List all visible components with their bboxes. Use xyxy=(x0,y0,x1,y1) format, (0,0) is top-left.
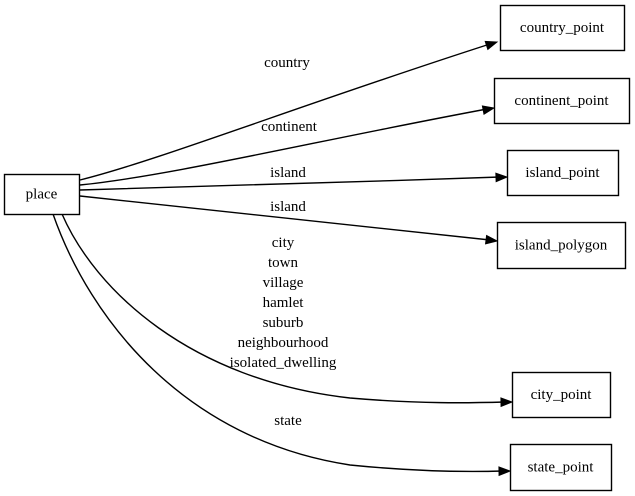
edge-label-line: hamlet xyxy=(263,295,305,311)
node-label: island_polygon xyxy=(515,237,608,253)
edge-line xyxy=(79,176,501,191)
arrowhead-icon xyxy=(484,40,499,51)
node-box[interactable] xyxy=(496,221,627,270)
edge-place-to-continent_point xyxy=(79,105,496,186)
edge-place-to-island_point xyxy=(79,172,509,191)
node-label: place xyxy=(26,186,58,202)
node-island_polygon[interactable]: island_polygon xyxy=(496,221,627,270)
edge-label: island xyxy=(270,199,306,215)
edge-label-line: continent xyxy=(261,119,318,135)
edge-label: island xyxy=(270,165,306,181)
edge-label-line: suburb xyxy=(263,315,304,331)
edge-line xyxy=(79,108,488,186)
node-box[interactable] xyxy=(3,173,81,216)
edge-label-line: island xyxy=(270,165,306,181)
edge-place-to-city_point xyxy=(61,213,514,408)
node-island_point[interactable]: island_point xyxy=(506,149,620,197)
node-state_point[interactable]: state_point xyxy=(509,443,613,492)
edge-label: state xyxy=(274,413,302,429)
node-box[interactable] xyxy=(511,371,612,419)
node-box[interactable] xyxy=(499,4,626,52)
node-box[interactable] xyxy=(493,77,631,125)
edge-label-line: neighbourhood xyxy=(238,335,329,351)
edge-label: country xyxy=(264,55,310,71)
node-city_point[interactable]: city_point xyxy=(511,371,612,419)
node-box[interactable] xyxy=(509,443,613,492)
node-place[interactable]: place xyxy=(3,173,81,216)
edge-place-to-state_point xyxy=(52,213,512,477)
edge-label-line: state xyxy=(274,413,302,429)
node-label: country_point xyxy=(520,20,605,36)
arrowhead-icon xyxy=(500,397,514,408)
arrowhead-icon xyxy=(495,172,509,183)
node-label: continent_point xyxy=(514,93,609,109)
edge-line xyxy=(79,43,491,181)
edge-label-line: isolated_dwelling xyxy=(230,355,337,371)
edge-label-line: city xyxy=(272,235,295,251)
arrowhead-icon xyxy=(498,466,512,477)
edge-place-to-country_point xyxy=(79,40,499,181)
edge-line xyxy=(61,213,506,404)
edge-label-line: island xyxy=(270,199,306,215)
node-box[interactable] xyxy=(506,149,620,197)
edge-label-line: country xyxy=(264,55,310,71)
edge-label: city town village hamlet suburb neighbourhood… xyxy=(230,235,337,371)
node-label: island_point xyxy=(525,165,600,181)
edge-label-line: town xyxy=(268,255,299,271)
arrowhead-icon xyxy=(484,234,499,245)
edge-label-line: village xyxy=(263,275,304,291)
nodes-layer: place country_point continent_point island_… xyxy=(3,4,631,492)
node-country_point[interactable]: country_point xyxy=(499,4,626,52)
edge-labels-layer: country continent island island city town vill… xyxy=(230,55,337,429)
node-label: state_point xyxy=(528,459,595,475)
edge-line xyxy=(52,213,504,473)
node-label: city_point xyxy=(531,387,593,403)
node-continent_point[interactable]: continent_point xyxy=(493,77,631,125)
arrowhead-icon xyxy=(481,105,496,116)
edge-label: continent xyxy=(261,119,318,135)
